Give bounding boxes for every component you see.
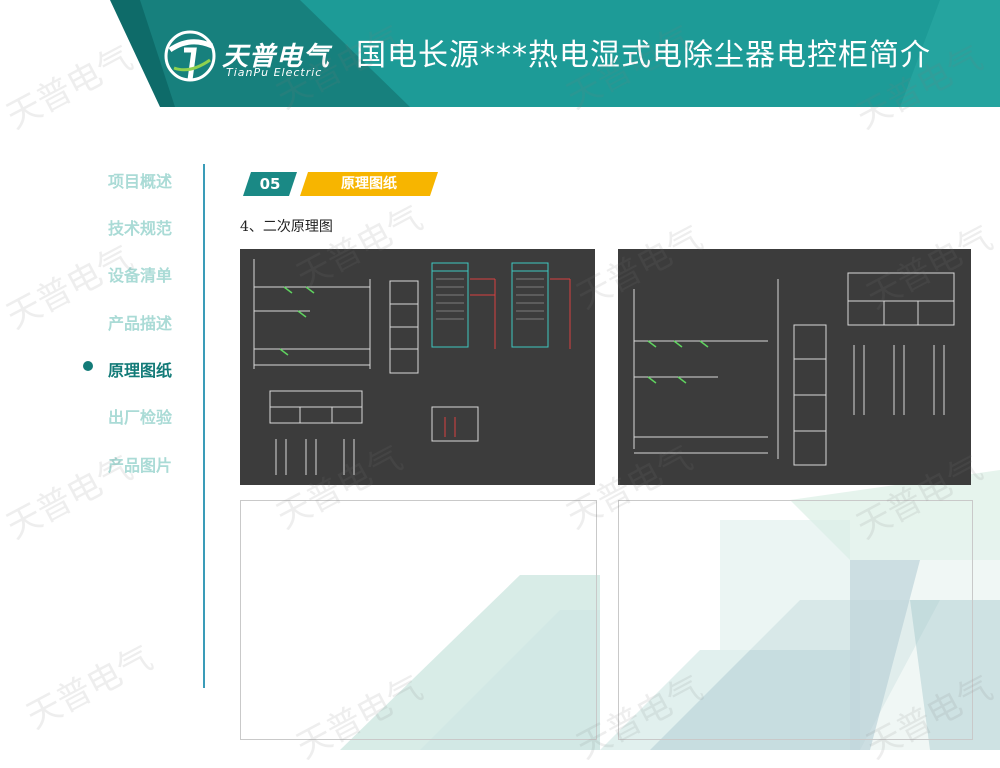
background-decoration [340,470,1000,750]
sidebar-item-product-description[interactable]: 产品描述 [107,314,172,333]
sidebar-item-overview[interactable]: 项目概述 [107,172,172,191]
sidebar-item-equipment-list[interactable]: 设备清单 [107,266,172,285]
sidebar-item-schematics[interactable]: 原理图纸 [107,361,172,380]
logo-text-cn: 天普电气 [222,42,331,72]
schematic-image-right [618,249,971,485]
section-name-badge [300,172,438,196]
active-indicator-dot [83,361,93,371]
schematic-image-left [240,249,595,485]
company-logo-icon [164,30,216,82]
empty-image-frame-right [618,500,973,740]
schematic-drawing-left [253,259,571,475]
sidebar-item-specifications[interactable]: 技术规范 [107,219,172,238]
logo-text-en: TianPu Electric [226,66,323,79]
section-number: 05 [259,175,281,193]
section-name: 原理图纸 [341,176,397,192]
empty-image-frame-left [240,500,597,740]
sidebar-item-product-images[interactable]: 产品图片 [107,456,172,475]
sidebar-divider [203,164,205,688]
schematic-drawing-right [633,272,955,466]
section-number-badge [243,172,297,196]
page-title: 国电长源***热电湿式电除尘器电控柜简介 [356,38,931,73]
header-decoration [0,0,1000,107]
sidebar-item-factory-inspection[interactable]: 出厂检验 [107,408,172,427]
section-subtitle: 4、二次原理图 [240,219,333,235]
